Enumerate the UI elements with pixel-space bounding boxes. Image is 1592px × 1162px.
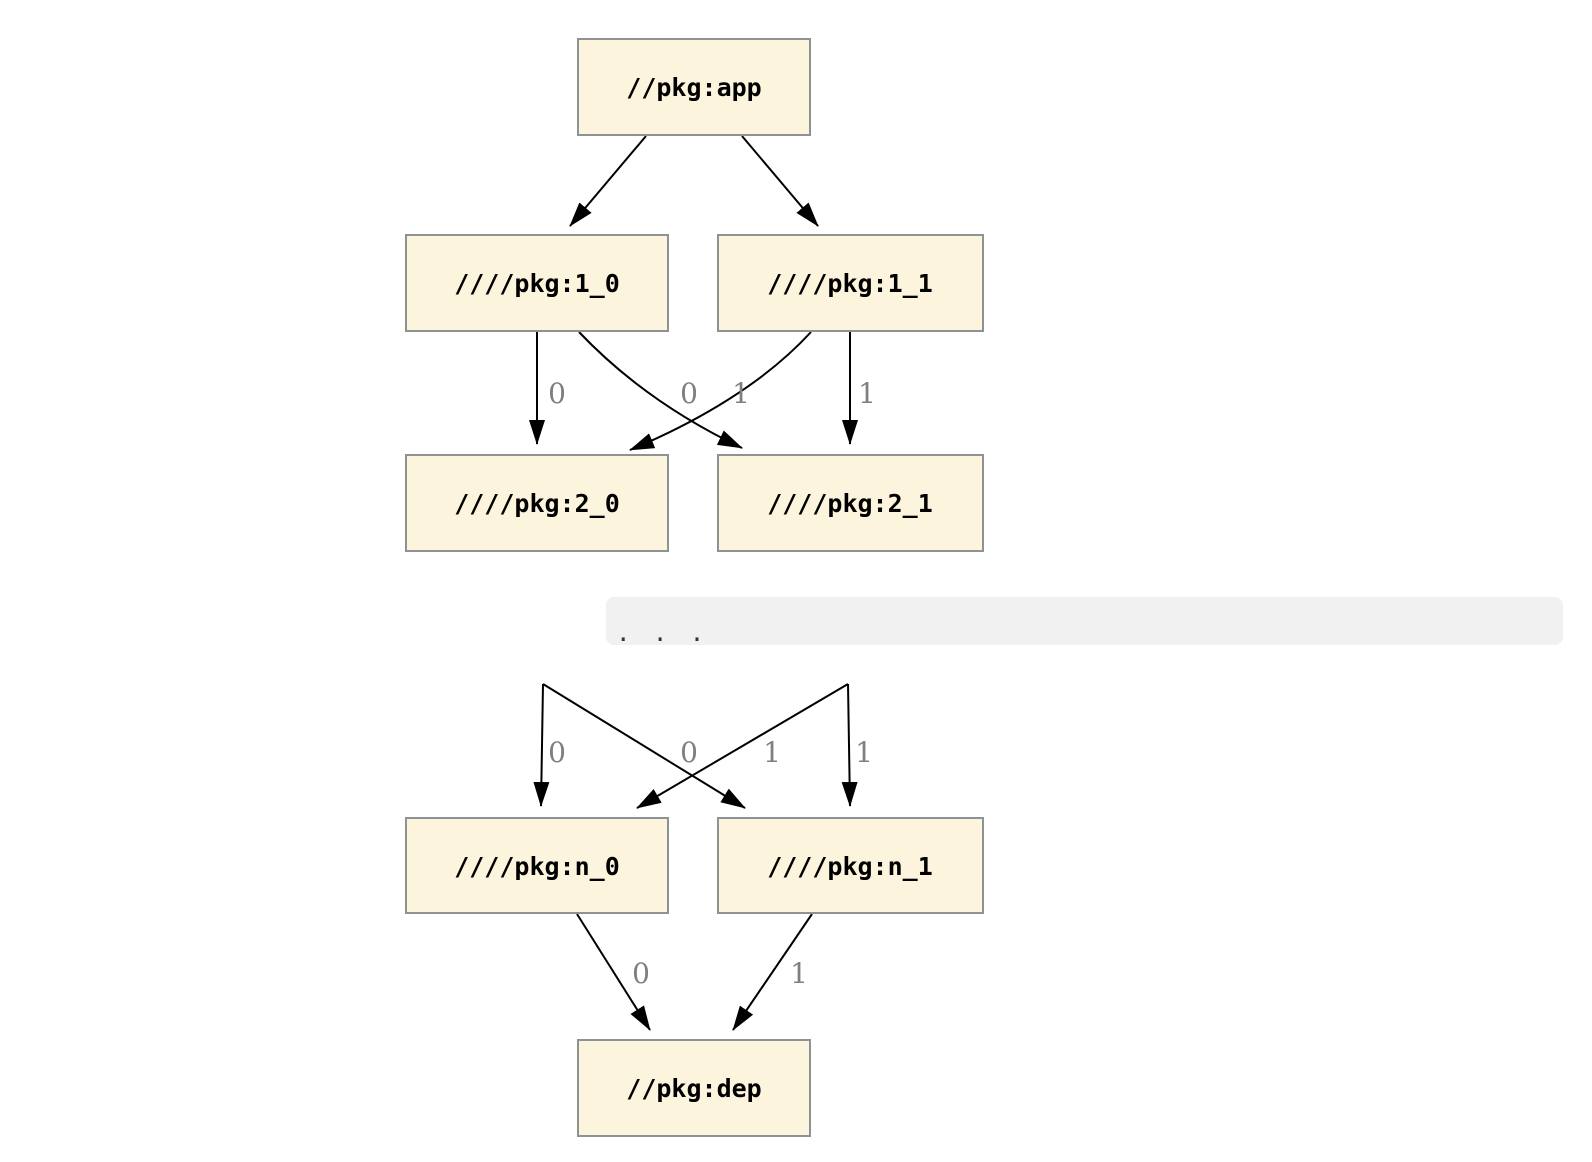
node-n-1: ////pkg:n_1 bbox=[717, 817, 984, 914]
edge-label: 0 bbox=[680, 736, 698, 769]
ellipsis-dots: . . . bbox=[616, 619, 708, 647]
edge-label: 1 bbox=[855, 736, 873, 769]
node-1-1: ////pkg:1_1 bbox=[717, 234, 984, 332]
edge-label: 1 bbox=[790, 957, 808, 990]
node-2-1-label: ////pkg:2_1 bbox=[767, 489, 933, 518]
edge-label: 0 bbox=[632, 957, 650, 990]
node-1-0: ////pkg:1_0 bbox=[405, 234, 669, 332]
node-1-0-label: ////pkg:1_0 bbox=[454, 269, 620, 298]
node-1-1-label: ////pkg:1_1 bbox=[767, 269, 933, 298]
node-n-0-label: ////pkg:n_0 bbox=[454, 852, 620, 881]
edge-n-0-to-dep bbox=[576, 913, 651, 1031]
node-n-1-label: ////pkg:n_1 bbox=[767, 852, 933, 881]
node-2-0-label: ////pkg:2_0 bbox=[454, 489, 620, 518]
edge-stub-right-to-n-0 bbox=[636, 683, 849, 809]
node-1-1-box bbox=[717, 234, 984, 332]
node-1-0-box bbox=[405, 234, 669, 332]
edge-stub-right-to-n-1 bbox=[841, 683, 858, 807]
node-dep-box bbox=[577, 1039, 811, 1137]
edge-label: 0 bbox=[548, 736, 566, 769]
edge-label: 1 bbox=[763, 736, 781, 769]
node-2-1-box bbox=[717, 454, 984, 552]
edge-label: 1 bbox=[858, 377, 876, 410]
node-2-1: ////pkg:2_1 bbox=[717, 454, 984, 552]
edge-n-1-to-dep bbox=[732, 913, 813, 1031]
edge-app-to-1-1 bbox=[741, 135, 819, 227]
ellipsis-band bbox=[606, 597, 1563, 645]
node-n-0: ////pkg:n_0 bbox=[405, 817, 669, 914]
node-n-0-box bbox=[405, 817, 669, 914]
node-app: //pkg:app bbox=[577, 38, 811, 136]
node-app-box bbox=[577, 38, 811, 136]
node-app-label: //pkg:app bbox=[626, 73, 761, 102]
edge-1-0-to-2-1 bbox=[578, 331, 743, 449]
node-2-0-box bbox=[405, 454, 669, 552]
edge-stub-left-to-n-0 bbox=[533, 683, 550, 807]
node-n-1-box bbox=[717, 817, 984, 914]
edge-stub-left-to-n-1 bbox=[542, 683, 746, 809]
node-dep-label: //pkg:dep bbox=[626, 1074, 761, 1103]
edge-label: 1 bbox=[732, 377, 750, 410]
node-2-0: ////pkg:2_0 bbox=[405, 454, 669, 552]
edge-app-to-1-0 bbox=[569, 135, 647, 227]
edge-1-1-to-2-0 bbox=[629, 331, 812, 451]
edge-label: 0 bbox=[680, 377, 698, 410]
edge-label: 0 bbox=[548, 377, 566, 410]
node-dep: //pkg:dep bbox=[577, 1039, 811, 1137]
